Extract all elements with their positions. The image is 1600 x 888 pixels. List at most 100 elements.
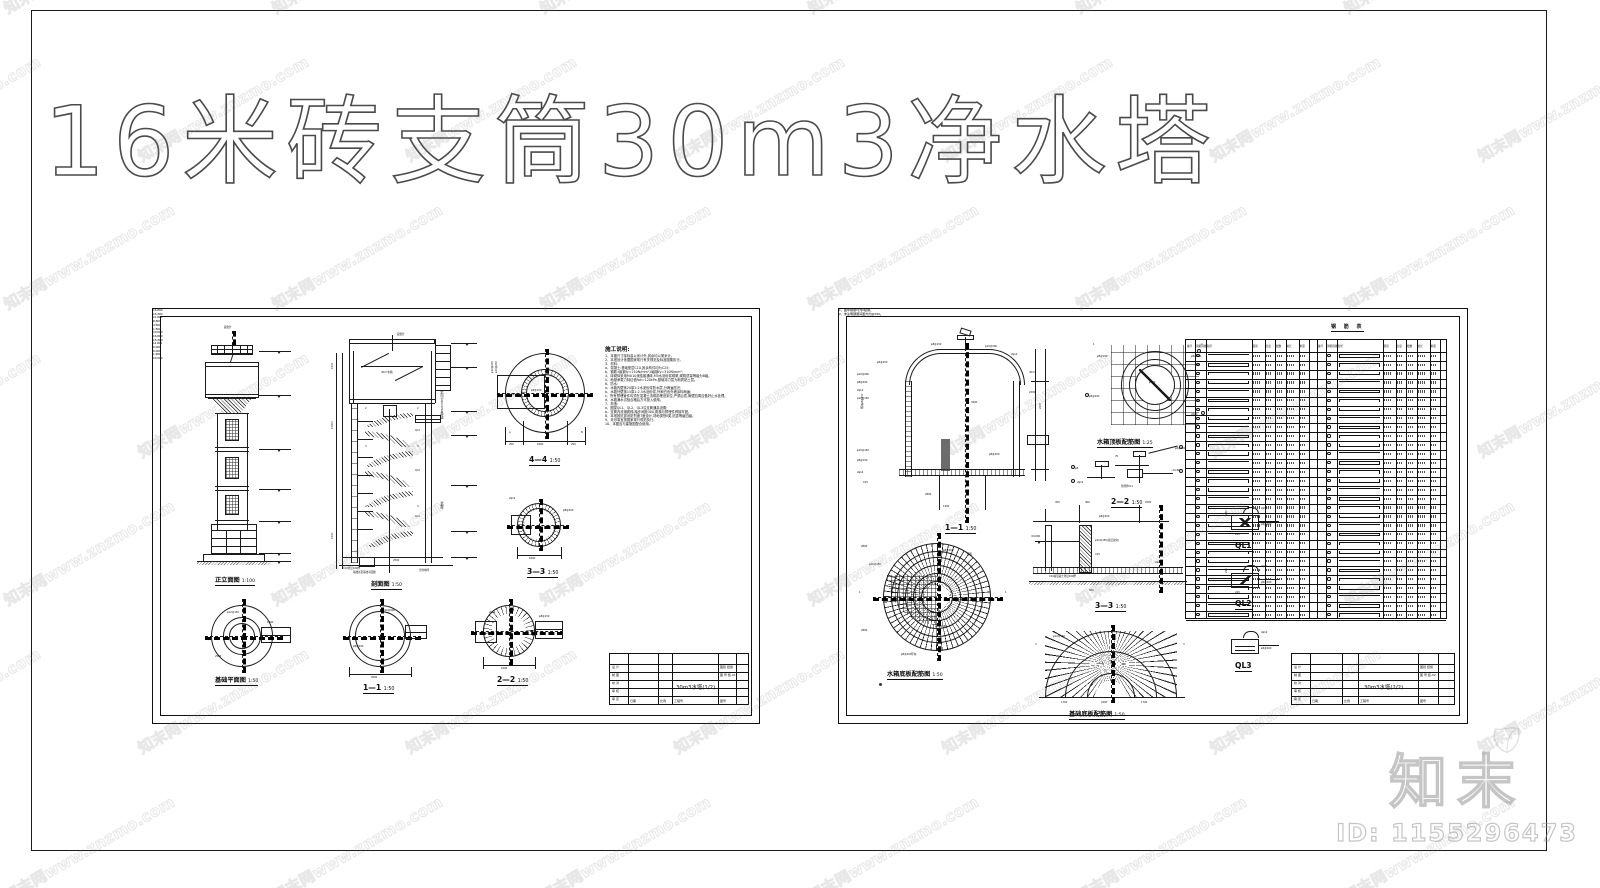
schedule-shape-glyph xyxy=(1207,515,1250,519)
schedule-cell-value xyxy=(1384,524,1392,527)
schedule-col-line xyxy=(1440,340,1442,618)
schedule-cell-value xyxy=(1300,390,1306,393)
schedule-cell-value xyxy=(1253,560,1261,563)
schedule-shape-glyph xyxy=(1338,613,1381,617)
schedule-col-header: 根数 xyxy=(1407,345,1413,348)
schedule-row-line xyxy=(1186,521,1446,523)
schedule-cell-value xyxy=(1431,524,1437,527)
schedule-index-marker xyxy=(1196,398,1200,402)
schedule-shape-glyph xyxy=(1338,568,1381,572)
schedule-index-marker xyxy=(1327,577,1331,581)
schedule-shape-glyph xyxy=(1338,452,1381,455)
schedule-cell-value xyxy=(1407,506,1413,509)
schedule-cell-value xyxy=(1418,604,1426,607)
schedule-cell-value xyxy=(1431,417,1437,420)
note-line: b、水箱外壁抹15厚1:2.5水泥砂浆,外刷白色外墙涂料两遍; xyxy=(605,390,692,394)
schedule-row-line xyxy=(1186,414,1446,416)
schedule-cell-value xyxy=(1266,399,1272,402)
schedule-cell-value xyxy=(1407,595,1413,598)
schedule-cell-value xyxy=(1276,577,1282,581)
schedule-row-line xyxy=(1186,459,1446,461)
schedule-cell-value xyxy=(1287,497,1295,500)
schedule-shape-glyph xyxy=(1338,363,1381,367)
note-line: 1、本图尺寸除标高以米计外,其余均以毫米计。 xyxy=(605,354,675,358)
schedule-shape-glyph xyxy=(1338,389,1381,394)
schedule-cell-value xyxy=(1384,443,1392,447)
schedule-cell-value xyxy=(1407,426,1413,429)
schedule-cell-value xyxy=(1431,533,1437,536)
schedule-shape-glyph xyxy=(1338,515,1381,519)
schedule-cell-value xyxy=(1300,497,1306,500)
note-line: a、水箱内壁抹20厚1:2水泥砂浆防水层,分两遍压光; xyxy=(605,386,682,390)
schedule-index-marker xyxy=(1196,505,1200,510)
schedule-cell-value xyxy=(1287,399,1295,402)
schedule-cell-value xyxy=(1300,470,1306,473)
schedule-index-marker xyxy=(1196,461,1200,465)
schedule-cell-value xyxy=(1384,372,1392,375)
schedule-col-line xyxy=(1195,340,1197,618)
schedule-cell-value xyxy=(1431,435,1437,438)
schedule-cell-value xyxy=(1276,497,1282,500)
schedule-cell-value xyxy=(1418,533,1426,536)
schedule-cell-value xyxy=(1287,560,1295,563)
schedule-cell-value xyxy=(1300,586,1306,590)
schedule-cell-value xyxy=(1253,613,1261,616)
schedule-cell-value xyxy=(1266,435,1272,438)
schedule-cell-value xyxy=(1300,542,1306,545)
schedule-shape-glyph xyxy=(1338,550,1381,555)
schedule-shape-glyph xyxy=(1207,506,1250,510)
schedule-cell-value xyxy=(1300,426,1306,429)
schedule-shape-glyph xyxy=(1207,354,1250,357)
view-bottom-slab-rebar: φ10@150 φ8@200 环筋 1 1 2800 2800 φ12@150 … xyxy=(839,308,1467,686)
schedule-cell-value xyxy=(1431,577,1437,581)
schedule-cell-value xyxy=(1431,426,1437,429)
schedule-col-line xyxy=(1205,340,1207,618)
drawing-sheet-2: φ10@200 φ8@200 2φ12 φ12@150 环向φ8@200 φ10… xyxy=(838,308,1468,724)
schedule-cell-value xyxy=(1418,542,1426,545)
schedule-cell-value xyxy=(1276,533,1282,536)
schedule-cell-value xyxy=(1407,524,1413,527)
schedule-index-marker xyxy=(1196,568,1200,572)
schedule-cell-value xyxy=(1384,506,1392,509)
schedule-shape-glyph xyxy=(1338,470,1381,474)
schedule-index-marker xyxy=(1327,550,1331,554)
schedule-cell-value xyxy=(1276,452,1282,456)
note-line: 10、本图应与建施图配合使用。 xyxy=(605,422,653,426)
schedule-col-header: 直径 xyxy=(1337,345,1343,348)
schedule-cell-value xyxy=(1266,488,1272,491)
schedule-shape-glyph xyxy=(1338,541,1381,546)
schedule-cell-value xyxy=(1397,363,1403,366)
schedule-index-marker xyxy=(1196,452,1200,456)
schedule-cell-value xyxy=(1276,408,1282,411)
schedule-cell-value xyxy=(1276,417,1282,420)
schedule-cell-value xyxy=(1287,426,1295,429)
schedule-col-line xyxy=(1298,340,1300,618)
schedule-cell-value xyxy=(1397,488,1403,491)
schedule-cell-value xyxy=(1407,461,1413,464)
schedule-cell-value xyxy=(1266,408,1272,411)
drawing-name-sheet-2: 30m3水塔(2/2) xyxy=(1364,685,1404,691)
note-line: 3、材料: xyxy=(605,362,619,366)
schedule-cell-value xyxy=(1253,452,1261,456)
schedule-col-line xyxy=(1429,340,1431,618)
schedule-cell-value xyxy=(1253,363,1261,366)
schedule-index-marker xyxy=(1196,541,1200,545)
schedule-cell-value xyxy=(1287,452,1295,456)
schedule-cell-value xyxy=(1287,569,1295,572)
schedule-col-header: 级别 xyxy=(1383,345,1389,348)
schedule-cell-value xyxy=(1431,461,1437,464)
schedule-cell-value xyxy=(1287,479,1295,482)
schedule-cell-value xyxy=(1384,470,1392,473)
schedule-cell-value xyxy=(1431,604,1437,607)
note-line: 8、本塔按抗震设防烈度7度设计,场地类别Ⅱ类,抗震等级四级。 xyxy=(605,414,696,418)
schedule-shape-glyph xyxy=(1207,541,1250,546)
schedule-index-marker xyxy=(1327,354,1331,358)
schedule-shape-glyph xyxy=(1338,372,1381,376)
schedule-col-header: 根数 xyxy=(1276,345,1282,348)
note-line: 7、构造: xyxy=(605,402,619,406)
schedule-cell-value xyxy=(1266,390,1272,393)
schedule-shape-glyph xyxy=(1338,595,1381,598)
schedule-cell-value xyxy=(1253,390,1261,393)
